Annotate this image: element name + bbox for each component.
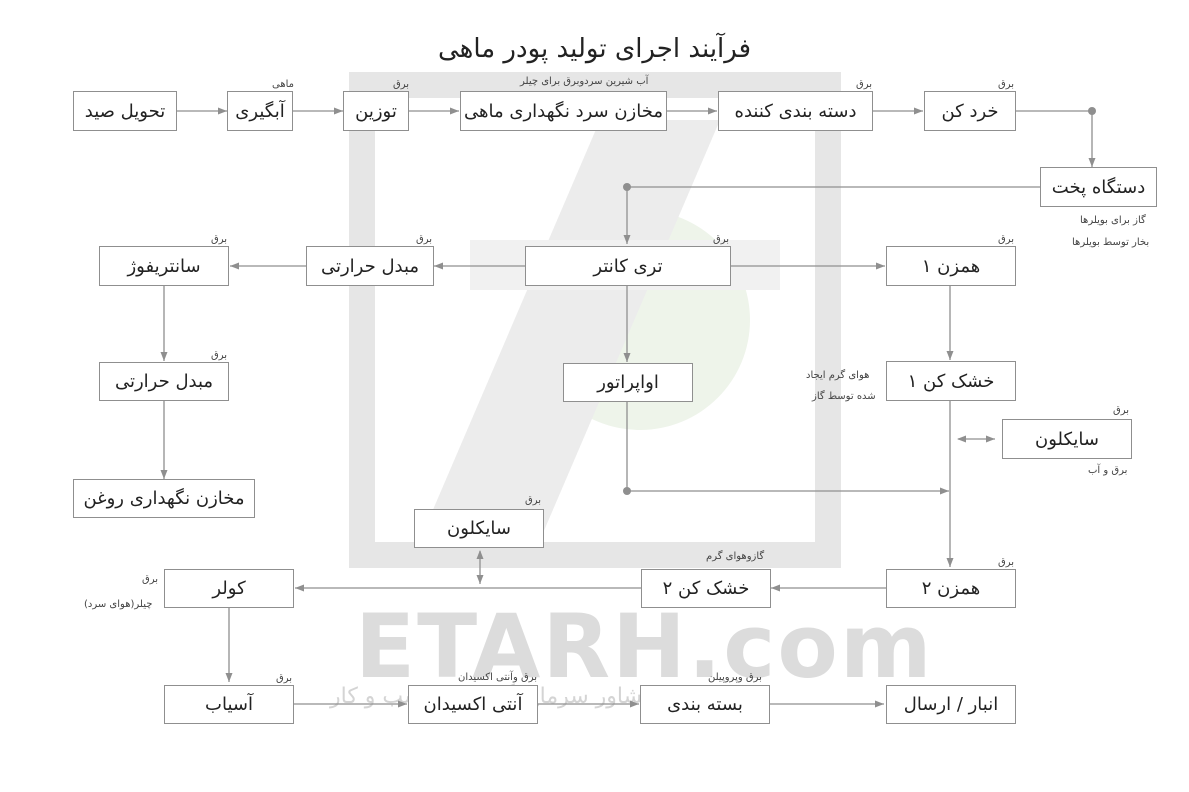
box-tricanter: تری کانتر [525,246,731,286]
box-mill: آسیاب [164,685,294,724]
junction-dot-evaporator [623,487,631,495]
box-grader: دسته بندی کننده [718,91,873,131]
box-cyclone-mid: سایکلون [414,509,544,548]
box-cyclone-right: سایکلون [1002,419,1132,459]
box-cooker: دستگاه پخت [1040,167,1157,207]
box-dryer-2: خشک کن ۲ [641,569,771,608]
box-fish-dewatering: آبگیری [227,91,293,131]
note-power-cyclone-right: برق [1113,405,1130,416]
note-cooker-gas: گاز برای بویلرها [1080,215,1146,226]
note-power-cooler: برق [142,574,159,585]
note-power-weighing: برق [393,79,410,90]
box-packaging: بسته بندی [640,685,770,724]
note-dryer1-gas: شده توسط گاز [812,391,876,402]
note-power-mixer2: برق [998,557,1015,568]
note-dryer1-air: هوای گرم ایجاد [806,370,870,381]
note-cooker-steam: بخار توسط بویلرها [1072,237,1150,248]
diagram-title: فرآیند اجرای تولید پودر ماهی [437,34,752,64]
box-warehouse: انبار / ارسال [886,685,1016,724]
box-cold-storage: مخازن سرد نگهداری ماهی [460,91,667,131]
box-heat-exchanger-2: مبدل حرارتی [99,362,229,401]
junction-dot-cooker [623,183,631,191]
box-cooler: کولر [164,569,294,608]
note-power-cyclone-mid: برق [525,495,542,506]
note-cold-storage: آب شیرین سردوبرق برای چیلر [520,76,649,87]
box-oil-storage: مخازن نگهداری روغن [73,479,255,518]
box-crusher: خرد کن [924,91,1016,131]
box-mixer-1: همزن ۱ [886,246,1016,286]
note-antioxidant: برق وآنتی اکسیدان [458,672,538,683]
arrow-crusher-to-cooker [1016,110,1096,167]
note-fish: ماهی [272,79,295,90]
arrow-cooker-to-tricanter [623,186,1040,244]
box-dryer-1: خشک کن ۱ [886,361,1016,401]
note-power-grader: برق [856,79,873,90]
arrow-evaporator-to-dryer-line [626,402,949,495]
box-weighing: توزین [343,91,409,131]
note-power-tricanter: برق [713,234,730,245]
box-evaporator: اواپراتور [563,363,693,402]
note-dryer2-gas: گازوهوای گرم [706,551,765,562]
note-cooler-chiller: چیلر(هوای سرد) [84,599,153,610]
note-cyclone-right-utils: برق و آب [1088,465,1128,476]
box-catch-delivery: تحویل صید [73,91,177,131]
box-heat-exchanger-1: مبدل حرارتی [306,246,434,286]
watermark-brand: ETARH.com [355,595,934,698]
note-power-hx2: برق [211,350,228,361]
note-power-crusher: برق [998,79,1015,90]
note-power-hx1: برق [416,234,433,245]
box-mixer-2: همزن ۲ [886,569,1016,608]
box-antioxidant: آنتی اکسیدان [408,685,538,724]
junction-dot-crusher [1088,107,1096,115]
note-power-centrifuge: برق [211,234,228,245]
note-packaging: برق وپروپیلن [708,672,762,683]
note-power-mixer1: برق [998,234,1015,245]
note-power-mill: برق [276,673,293,684]
box-centrifuge: سانتریفوژ [99,246,229,286]
